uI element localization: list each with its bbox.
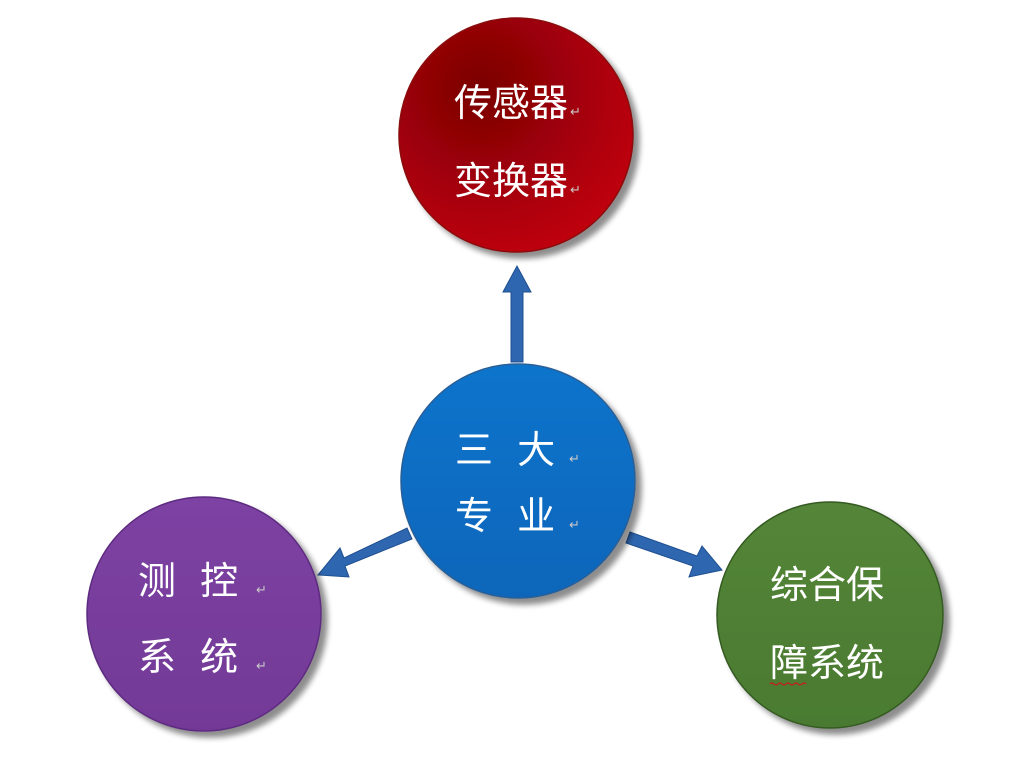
return-mark-icon: ↵ xyxy=(570,183,581,198)
return-mark-icon: ↵ xyxy=(569,518,580,533)
node-left-line2: 系 统 xyxy=(138,635,238,679)
node-center-line1: 三 大 xyxy=(455,428,555,472)
node-center-line2: 专 业 xyxy=(455,494,555,538)
spellcheck-underline xyxy=(769,682,807,686)
node-right-line1: 综合保 xyxy=(770,563,884,607)
node-top-line2: 变换器 xyxy=(454,159,568,203)
return-mark-icon: ↵ xyxy=(570,105,581,120)
node-three-majors xyxy=(400,363,636,599)
node-left-line1: 测 控 xyxy=(138,559,238,603)
node-right-line2: 障系统 xyxy=(770,641,884,685)
return-mark-icon: ↵ xyxy=(256,659,267,674)
arrow-left xyxy=(316,527,413,578)
arrows xyxy=(316,264,723,578)
node-sensor-transducer xyxy=(398,17,634,253)
node-top-line1: 传感器 xyxy=(454,81,568,125)
return-mark-icon: ↵ xyxy=(569,452,580,467)
arrow-up xyxy=(502,264,532,363)
return-mark-icon: ↵ xyxy=(256,583,267,598)
node-measurement-control xyxy=(86,496,322,732)
arrow-right xyxy=(625,531,723,578)
node-support-system xyxy=(716,501,944,729)
